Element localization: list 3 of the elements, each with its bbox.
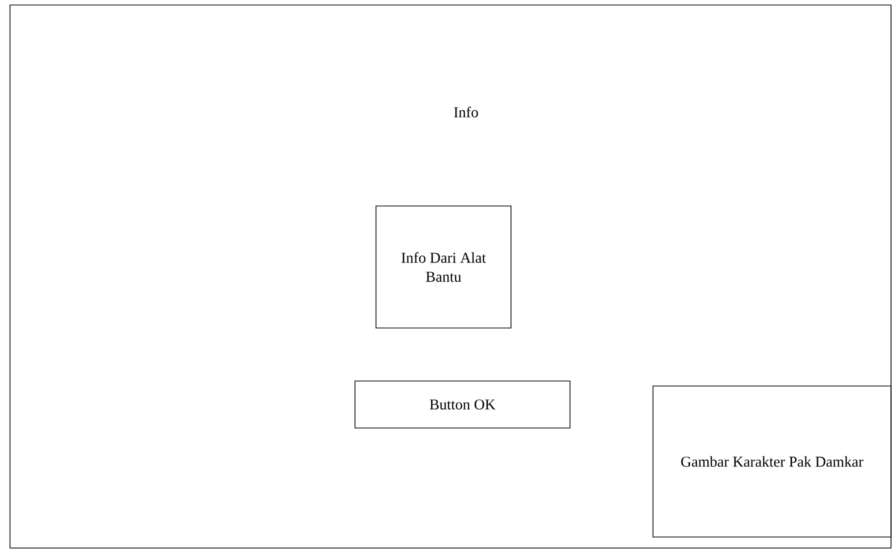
info-box: Info Dari Alat Bantu [376, 206, 512, 328]
picture-box: Gambar Karakter Pak Damkar [652, 386, 892, 538]
button-box: Button OK [354, 380, 570, 428]
